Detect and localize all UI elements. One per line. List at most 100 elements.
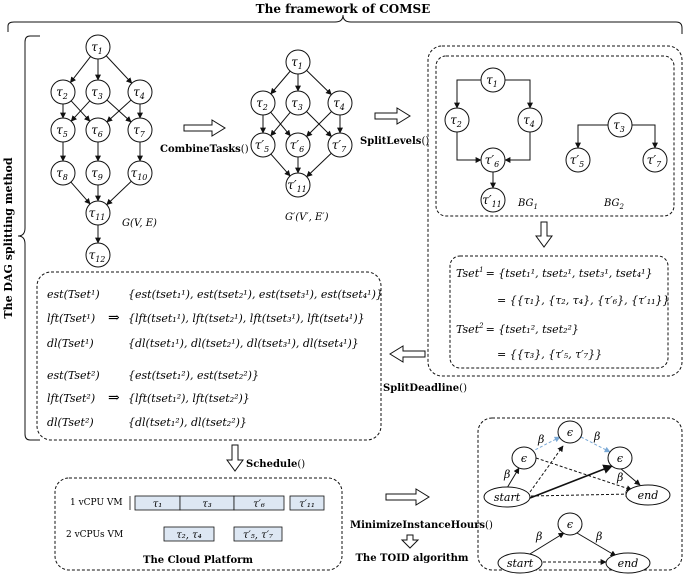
node-bg1-t4 xyxy=(517,107,543,133)
node-gp-t2 xyxy=(250,90,276,116)
node-label-gp-t2: τ2 xyxy=(256,96,268,112)
edge-g-t8-g-t11 xyxy=(70,181,91,205)
toid2-beta-1: β xyxy=(535,530,542,543)
down-arrow-tset xyxy=(535,221,553,248)
combine-label: CombineTasks() xyxy=(160,144,249,155)
node-gp-t1 xyxy=(285,49,311,75)
node-label-bg1-t1: τ1 xyxy=(486,73,498,89)
toid1-beta-2: β xyxy=(593,430,600,443)
toid-down-arrow xyxy=(400,534,420,549)
node-label-gp-t5: τ′5 xyxy=(255,138,269,154)
node-label-bg1-t4: τ4 xyxy=(523,113,535,129)
node-g-t8 xyxy=(50,160,76,186)
edge-gp-t5-gp-t11 xyxy=(270,153,291,177)
split-deadline-arrow xyxy=(389,345,426,363)
cloud-platform-box xyxy=(54,477,343,571)
node-g-t1 xyxy=(85,34,111,60)
right-outer-box xyxy=(427,45,683,377)
toid1-start-eps2 xyxy=(529,445,564,493)
toid1-eps2-eps3 xyxy=(580,436,611,453)
vm1-task-label-2: τ′₆ xyxy=(253,499,265,510)
toid1-eps3-end xyxy=(619,467,641,486)
node-label-g-t7: τ7 xyxy=(133,123,146,139)
toid1-end-label: end xyxy=(638,489,659,502)
toid1-eps3 xyxy=(607,446,633,470)
vm2-task-0 xyxy=(163,526,215,542)
implies-symbol-2: ⇒ xyxy=(108,390,120,406)
deadline-box xyxy=(36,271,382,441)
toid1-beta-4: β xyxy=(616,471,623,484)
node-label-bg2-t5: τ′5 xyxy=(570,153,584,169)
toid-box xyxy=(477,417,683,571)
node-label-g-t5: τ5 xyxy=(56,123,68,139)
node-label-bg1-t11: τ′11 xyxy=(482,193,502,209)
minimize-arrow xyxy=(385,488,430,506)
toid1-eps2 xyxy=(557,420,583,444)
toid1-start xyxy=(483,486,531,508)
deadline-rhs-4: {lft(tset₁²), lft(tset₂²)} xyxy=(128,392,250,405)
tset-box xyxy=(449,255,669,369)
toid2-start-label: start xyxy=(507,557,534,570)
toid2-eps xyxy=(557,512,583,536)
deadline-rhs-0: {est(tset₁¹), est(tset₂¹), est(tset₃¹), … xyxy=(128,288,383,301)
node-g-t3 xyxy=(85,79,111,105)
node-g-t9 xyxy=(85,160,111,186)
deadline-rhs-2: {dl(tset₁¹), dl(tset₂¹), dl(tset₃¹), dl(… xyxy=(128,337,359,350)
vm1-task-2 xyxy=(233,495,285,511)
deadline-rhs-3: {est(tset₁²), est(tset₂²)} xyxy=(128,369,259,382)
vm1-label: 1 vCPU VM xyxy=(70,498,123,508)
side-brace xyxy=(17,35,40,441)
node-label-bg1-t6: τ′6 xyxy=(485,153,499,169)
deadline-rhs-1: {lft(tset₁¹), lft(tset₂¹), lft(tset₃¹), … xyxy=(128,312,365,325)
node-g-t6 xyxy=(85,117,111,143)
cloud-platform-label: The Cloud Platform xyxy=(143,555,253,566)
node-label-bg1-t2: τ2 xyxy=(450,113,462,129)
node-g-t2 xyxy=(50,79,76,105)
toid2-beta-2: β xyxy=(595,530,602,543)
node-label-g-t10: τ10 xyxy=(131,166,148,182)
toid1-eps1-label: ϵ xyxy=(521,452,527,465)
node-label-g-t8: τ8 xyxy=(56,166,68,182)
edge-g-t1-g-t4 xyxy=(105,55,133,84)
node-gp-t6 xyxy=(285,132,311,158)
graph-g-label: G(V, E) xyxy=(122,218,157,229)
edge-bg2-t3-bg2-t7 xyxy=(632,124,658,149)
levels-box xyxy=(435,55,675,217)
node-label-g-t2: τ2 xyxy=(56,85,68,101)
deadline-lhs-4: lft(Tset²) xyxy=(47,392,95,405)
deadline-rhs-5: {dl(tset₁²), dl(tset₂²)} xyxy=(128,416,247,429)
toid2-start-eps xyxy=(524,532,565,558)
toid1-eps1-end xyxy=(535,457,633,492)
vm2-task-label-0: τ₂, τ₄ xyxy=(176,530,201,541)
node-label-gp-t1: τ1 xyxy=(291,55,303,71)
implies-symbol-1: ⇒ xyxy=(108,310,120,326)
node-bg1-t6 xyxy=(480,147,506,173)
combine-arrow xyxy=(183,119,226,137)
split-deadline-label: SplitDeadline() xyxy=(383,383,467,394)
node-bg1-t11 xyxy=(480,187,506,213)
edge-gp-t1-gp-t4 xyxy=(306,70,332,96)
tset1-expansion: = {{τ₁}, {τ₂, τ₄}, {τ′₆}, {τ′₁₁}} xyxy=(497,294,670,307)
toid1-end xyxy=(625,484,671,506)
edge-g-t4-g-t6 xyxy=(106,99,132,123)
node-gp-t3 xyxy=(285,90,311,116)
edge-gp-t3-gp-t5 xyxy=(270,111,291,137)
deadline-lhs-0: est(Tset¹) xyxy=(47,288,100,301)
edge-bg1-t1-bg1-t4 xyxy=(505,79,533,109)
toid2-eps-label: ϵ xyxy=(567,518,573,531)
node-label-g-t3: τ3 xyxy=(91,85,103,101)
node-bg1-t1 xyxy=(480,67,506,93)
minimize-label: MinimizeInstanceHours() xyxy=(350,520,493,531)
edge-bg1-t1-bg1-t2 xyxy=(454,79,481,109)
node-bg2-t7 xyxy=(642,147,668,173)
node-gp-t11 xyxy=(285,172,311,198)
toid2-end xyxy=(605,552,651,574)
toid1-eps3-label: ϵ xyxy=(617,452,623,465)
tset2-expansion: = {{τ₃}, {τ′₅, τ′₇}} xyxy=(497,348,602,361)
edge-bg1-t2-bg1-t6 xyxy=(456,132,482,163)
diagram-title: The framework of COMSE xyxy=(256,2,431,16)
